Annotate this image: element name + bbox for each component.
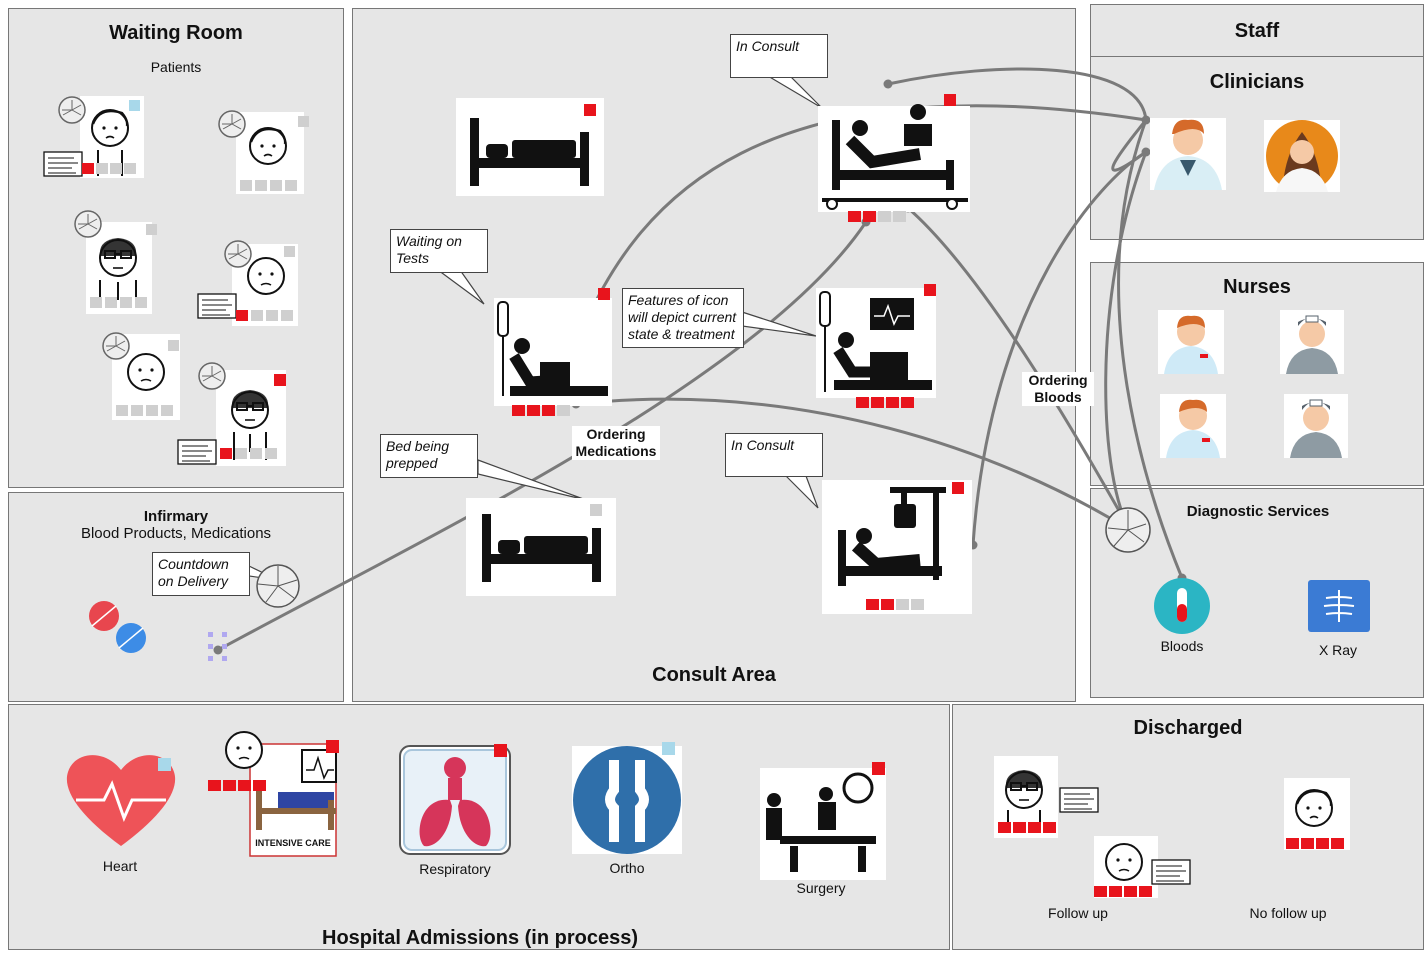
clinicians-title: Clinicians xyxy=(1209,71,1305,93)
nurse-male-icon-2 xyxy=(1160,394,1226,458)
bed-in-consult-bottom xyxy=(822,480,972,614)
callout-bed-prepped: Bed being prepped xyxy=(380,434,478,478)
waiting-room-subtitle: Patients xyxy=(150,59,202,75)
discharged-patient-follow-up-1 xyxy=(994,756,1099,838)
nurse-female-icon-2 xyxy=(1284,394,1348,458)
label-ordering-bloods: Ordering Bloods xyxy=(1022,372,1094,406)
waiting-patient-6 xyxy=(177,362,286,466)
callout-tails xyxy=(248,75,823,581)
label-bloods: Bloods xyxy=(1160,638,1204,654)
respiratory-icon xyxy=(399,744,511,855)
discharged-patient-follow-up-2 xyxy=(1094,836,1191,898)
nurse-male-icon-1 xyxy=(1158,310,1224,374)
clinician-male-icon xyxy=(1150,118,1226,190)
heart-icon xyxy=(66,755,176,846)
discharged-title: Discharged xyxy=(1133,717,1243,739)
ortho-icon xyxy=(572,742,682,854)
diagnostic-clock-icon xyxy=(1105,507,1151,553)
infirmary-subtitle: Blood Products, Medications xyxy=(80,525,272,542)
consult-area-title: Consult Area xyxy=(652,664,776,686)
waiting-patient-5 xyxy=(102,332,180,420)
admissions-title: Hospital Admissions (in process) xyxy=(322,927,638,949)
surgery-icon xyxy=(760,762,886,880)
label-ordering-medications: Ordering Medications xyxy=(572,426,660,460)
bloods-icon xyxy=(1154,578,1210,634)
label-heart: Heart xyxy=(102,858,138,874)
diagnostic-title: Diagnostic Services xyxy=(1186,503,1330,520)
label-respiratory: Respiratory xyxy=(419,861,491,877)
bed-empty-top xyxy=(456,98,604,196)
clinician-female-icon xyxy=(1264,120,1340,192)
callout-in-consult-top: In Consult xyxy=(730,34,828,78)
callout-in-consult-bottom: In Consult xyxy=(725,433,823,477)
connector-lines xyxy=(217,67,1184,652)
bed-waiting-tests xyxy=(494,288,612,416)
waiting-patient-4 xyxy=(197,240,298,326)
blood-bag-icon xyxy=(208,632,227,661)
label-xray: X Ray xyxy=(1318,642,1358,658)
waiting-room-title: Waiting Room xyxy=(109,22,243,44)
staff-title: Staff xyxy=(1234,20,1280,42)
infirmary-title: Infirmary xyxy=(143,508,209,525)
waiting-patient-1 xyxy=(43,96,144,178)
callout-features: Features of icon will depict current sta… xyxy=(622,288,744,348)
label-ortho: Ortho xyxy=(609,860,645,876)
nurses-panel xyxy=(1090,262,1424,486)
xray-icon xyxy=(1308,580,1370,632)
waiting-patient-3 xyxy=(74,210,157,314)
label-no-follow-up: No follow up xyxy=(1249,905,1327,921)
callout-waiting-on-tests: Waiting on Tests xyxy=(390,229,488,273)
bed-monitored xyxy=(816,284,936,408)
intensive-care-icon xyxy=(208,731,339,857)
waiting-patient-2 xyxy=(218,110,309,194)
callout-countdown: Countdown on Delivery xyxy=(152,552,250,596)
nurse-female-icon-1 xyxy=(1280,310,1344,374)
label-follow-up: Follow up xyxy=(1048,905,1108,921)
nurses-title: Nurses xyxy=(1223,276,1291,298)
bed-being-prepped xyxy=(466,498,616,596)
label-intensive-care: INTENSIVE CARE xyxy=(255,838,331,848)
connector-dots xyxy=(213,79,1187,655)
pills-icon xyxy=(89,601,146,653)
bed-in-consult-top xyxy=(818,94,970,222)
label-surgery: Surgery xyxy=(796,880,846,896)
staff-divider xyxy=(1090,56,1424,57)
countdown-clock xyxy=(256,564,300,608)
discharged-patient-no-follow-up xyxy=(1284,778,1350,850)
